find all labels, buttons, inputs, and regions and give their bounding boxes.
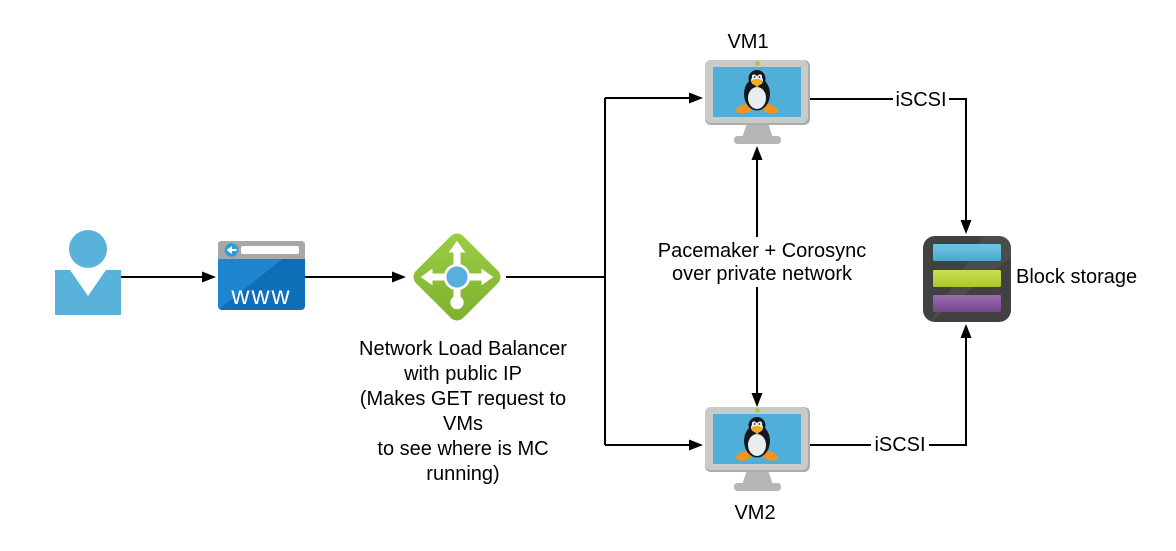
arrowheads <box>202 92 972 451</box>
vm2-label: VM2 <box>734 502 776 524</box>
storage-bar-purple <box>933 295 1001 312</box>
arrowhead-up-to-vm1 <box>751 146 763 160</box>
edge-vm2-storage-iscsi <box>809 338 967 446</box>
webcam-led <box>755 61 760 66</box>
arrowhead-into-storage-top <box>960 220 972 234</box>
vm2-linux-monitor-icon <box>705 407 810 491</box>
webcam-led <box>755 408 760 413</box>
browser-www-label: www <box>231 282 292 310</box>
person-icon <box>55 230 121 315</box>
pacemaker-line-2: over private network <box>671 263 853 285</box>
iscsi-label-vm2: iSCSI <box>874 434 926 456</box>
iscsi-label-vm1: iSCSI <box>895 89 947 111</box>
lb-caption-line-3: (Makes GET request to VMs <box>359 388 567 435</box>
lb-caption-line-4: to see where is MC running) <box>377 438 549 485</box>
lb-caption-line-2: with public IP <box>404 363 522 385</box>
arrowhead-down-to-vm2 <box>751 393 763 407</box>
pacemaker-corosync-label: Pacemaker + Corosync over private networ… <box>652 240 872 286</box>
arrowhead-into-storage-bottom <box>960 324 972 338</box>
edge-loadbalancer-vms-trunk <box>506 97 689 446</box>
storage-bar-green <box>933 270 1001 287</box>
arrowhead-into-loadbalancer <box>392 271 406 283</box>
pacemaker-line-1: Pacemaker + Corosync <box>657 240 867 262</box>
vm1-label: VM1 <box>727 31 769 53</box>
block-storage-icon <box>923 236 1011 322</box>
edge-vm1-storage-iscsi <box>809 98 967 220</box>
storage-bar-blue <box>933 244 1001 261</box>
address-bar <box>241 246 299 254</box>
lb-caption-line-1: Network Load Balancer <box>359 338 567 360</box>
tux-penguin-icon <box>736 70 778 114</box>
arrowhead-into-vm1 <box>689 92 703 104</box>
vm1-linux-monitor-icon <box>705 60 810 144</box>
block-storage-label: Block storage <box>1016 266 1138 288</box>
arrowhead-into-browser <box>202 271 216 283</box>
load-balancer-icon <box>413 233 501 321</box>
arrowhead-into-vm2 <box>689 439 703 451</box>
tux-penguin-icon <box>736 417 778 461</box>
browser-www-icon <box>218 241 305 310</box>
load-balancer-caption: Network Load Balancer with public IP (Ma… <box>338 337 588 487</box>
